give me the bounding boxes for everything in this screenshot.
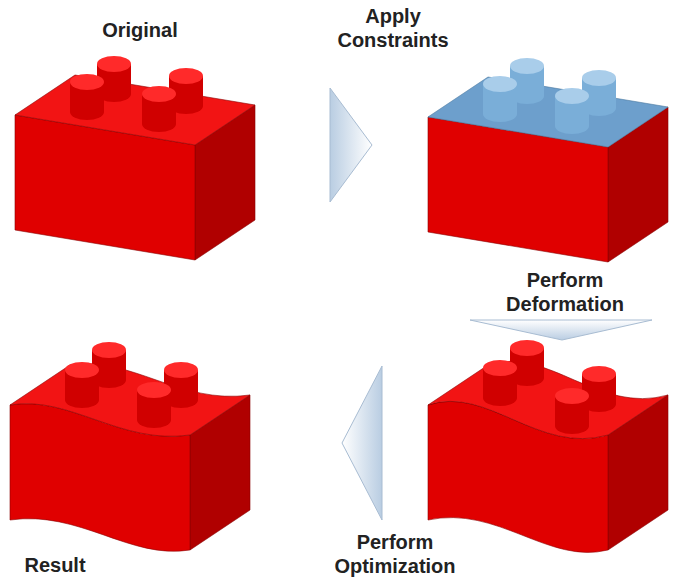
step-label-text: Original [102, 19, 178, 41]
step-label-text: Result [24, 554, 85, 576]
step-label-text: Perform Optimization [334, 531, 455, 577]
constrained-brick [428, 58, 668, 262]
step-label-text: Perform Deformation [506, 269, 624, 315]
step-label: Perform Deformation [490, 268, 640, 316]
original-brick [15, 56, 255, 260]
step-label: Original [75, 18, 205, 42]
step-arrow [330, 88, 372, 202]
step-label: Perform Optimization [320, 530, 470, 578]
step-arrow [342, 366, 382, 520]
step-label: Result [5, 553, 105, 577]
result-brick [10, 342, 250, 551]
step-label: Apply Constraints [323, 4, 463, 52]
step-label-text: Apply Constraints [337, 5, 448, 51]
step-arrow [470, 320, 652, 340]
deformed-brick [428, 340, 668, 552]
